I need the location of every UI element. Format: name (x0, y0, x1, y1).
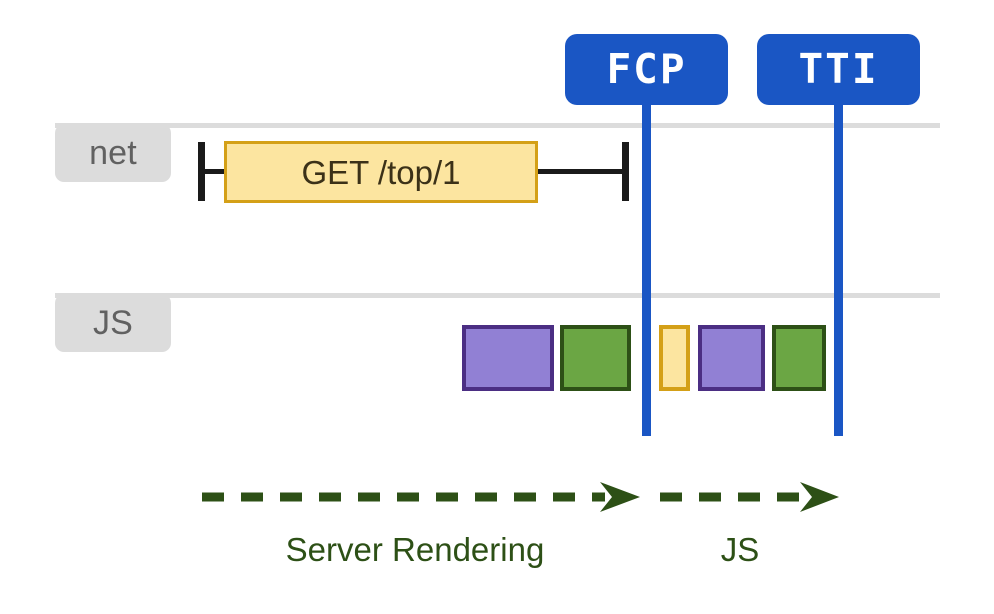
js-task-block-3[interactable] (659, 325, 690, 391)
row-label-js: JS (55, 294, 171, 352)
js-phase-arrow (658, 480, 843, 514)
row-label-js-text: JS (92, 304, 134, 342)
js-task-block-4[interactable] (698, 325, 765, 391)
track-line-net (55, 123, 940, 128)
tti-badge-label: TTI (798, 45, 879, 93)
network-request-label: GET /top/1 (301, 153, 461, 191)
server-rendering-phase-label: Server Rendering (285, 531, 545, 568)
js-task-block-5[interactable] (772, 325, 826, 391)
fcp-marker-line (642, 100, 651, 436)
fcp-badge-label: FCP (606, 45, 687, 93)
network-request-box[interactable]: GET /top/1 (224, 141, 538, 203)
row-label-net-text: net (89, 134, 137, 172)
js-phase-arrow-head (800, 482, 839, 512)
request-leading-line (198, 169, 228, 174)
fcp-badge[interactable]: FCP (565, 34, 728, 105)
tti-badge[interactable]: TTI (757, 34, 920, 105)
row-label-net: net (55, 124, 171, 182)
js-phase-label: JS (720, 531, 760, 568)
request-trailing-line (535, 169, 628, 174)
server-rendering-arrow (200, 480, 645, 514)
server-rendering-arrow-head (600, 482, 640, 512)
request-end-marker (622, 142, 629, 201)
track-line-js (55, 293, 940, 298)
js-task-block-2[interactable] (560, 325, 631, 391)
js-task-block-1[interactable] (462, 325, 554, 391)
tti-marker-line (834, 100, 843, 436)
